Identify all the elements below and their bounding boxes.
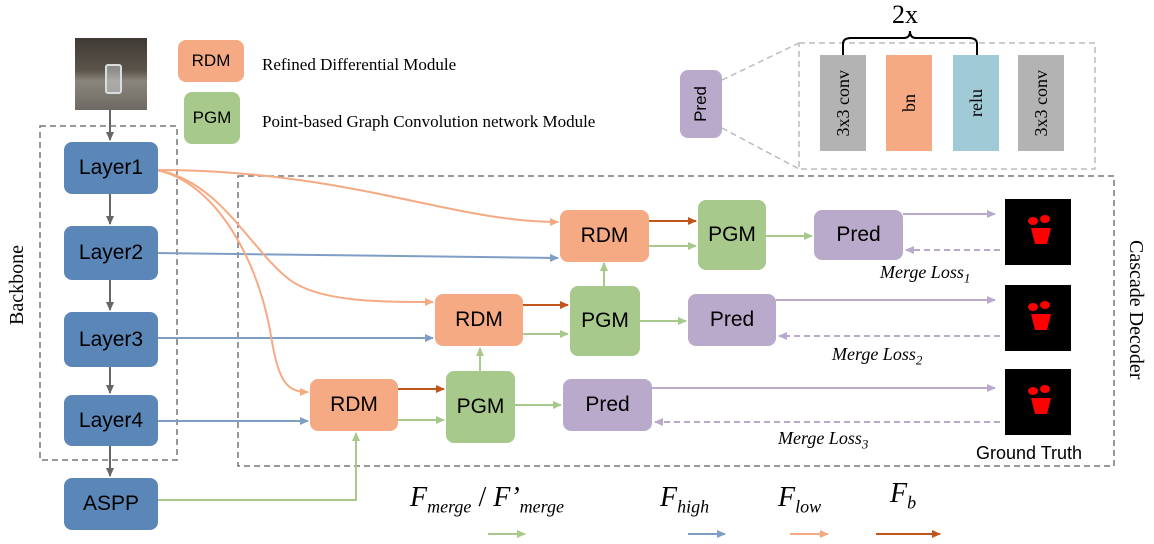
legend-f-b-main: F — [890, 478, 908, 509]
legend-f-low-main: F — [778, 482, 796, 513]
op-conv-1-label: 3x3 conv — [832, 69, 853, 137]
legend-rdm-swatch: RDM — [178, 40, 244, 82]
legend-f-low-sub: low — [795, 496, 822, 517]
op-relu-label: relu — [965, 89, 986, 117]
merge-loss-2-sub: 2 — [915, 352, 923, 368]
legend-f-merge-sep: / — [471, 482, 494, 513]
gt-mask-1 — [1005, 199, 1071, 265]
decoder-label: Cascade Decoder — [1125, 240, 1147, 380]
legend-f-low: Flow — [778, 482, 821, 518]
pred-detail-container — [798, 42, 1096, 170]
rdm-stage3: RDM — [310, 379, 398, 431]
gt-cup-shape-3 — [1028, 385, 1051, 414]
pred-detail-pred: Pred — [680, 70, 722, 138]
legend-pgm-swatch: PGM — [184, 92, 240, 144]
merge-loss-2: Merge Loss2 — [832, 344, 922, 369]
legend-f-b: Fb — [890, 478, 916, 514]
gt-mask-3 — [1005, 369, 1071, 435]
layer4-block: Layer4 — [64, 395, 158, 446]
op-bn-label: bn — [898, 94, 919, 112]
pgm-stage2: PGM — [570, 286, 640, 356]
pred-stage3: Pred — [563, 379, 652, 431]
legend-f-merge-sub2: merge — [519, 496, 564, 517]
legend-f-high-main: F — [660, 482, 678, 513]
legend-f-b-sub: b — [907, 492, 917, 513]
repeat-brace — [842, 30, 978, 55]
aspp-block: ASPP — [64, 478, 158, 530]
merge-loss-1-text: Merge Loss — [880, 262, 964, 282]
op-bn: bn — [886, 55, 932, 151]
decoder-container — [237, 175, 1115, 467]
op-conv-2: 3x3 conv — [1018, 55, 1064, 151]
legend-f-merge: Fmerge / F’merge — [410, 482, 564, 518]
merge-loss-1-sub: 1 — [963, 270, 971, 286]
legend-rdm-desc: Refined Differential Module — [262, 55, 457, 74]
legend-f-high-sub: high — [677, 496, 710, 517]
rdm-stage1: RDM — [560, 210, 649, 262]
legend-f-merge-main2: F’ — [493, 482, 520, 513]
op-relu: relu — [953, 55, 999, 151]
legend-f-merge-main: F — [410, 482, 428, 513]
legend-f-high: Fhigh — [660, 482, 709, 518]
merge-loss-3-text: Merge Loss — [778, 428, 862, 448]
pred-stage2: Pred — [688, 294, 776, 346]
merge-loss-1: Merge Loss1 — [880, 262, 970, 287]
op-conv-2-label: 3x3 conv — [1030, 69, 1051, 137]
ground-truth-label: Ground Truth — [976, 443, 1083, 463]
gt-cup-shape-2 — [1028, 301, 1051, 330]
rdm-stage2: RDM — [435, 294, 523, 346]
layer3-block: Layer3 — [64, 312, 158, 367]
repeat-label: 2x — [892, 0, 918, 29]
input-image — [75, 38, 147, 110]
backbone-label: Backbone — [6, 245, 28, 325]
pgm-stage3: PGM — [446, 371, 515, 443]
legend-f-merge-sub: merge — [427, 496, 472, 517]
gt-mask-2 — [1005, 285, 1071, 351]
gt-cup-shape-1 — [1028, 215, 1051, 244]
pred-detail-pred-label: Pred — [691, 86, 710, 122]
pgm-stage1: PGM — [698, 200, 766, 270]
glass-shape — [105, 64, 122, 94]
merge-loss-2-text: Merge Loss — [832, 344, 916, 364]
op-conv-1: 3x3 conv — [820, 55, 866, 151]
pred-stage1: Pred — [814, 210, 903, 260]
merge-loss-3: Merge Loss3 — [778, 428, 868, 453]
backbone-container — [39, 125, 178, 461]
layer1-block: Layer1 — [64, 142, 158, 194]
legend-pgm-desc: Point-based Graph Convolution network Mo… — [262, 112, 596, 131]
layer2-block: Layer2 — [64, 226, 158, 280]
merge-loss-3-sub: 3 — [861, 436, 869, 452]
